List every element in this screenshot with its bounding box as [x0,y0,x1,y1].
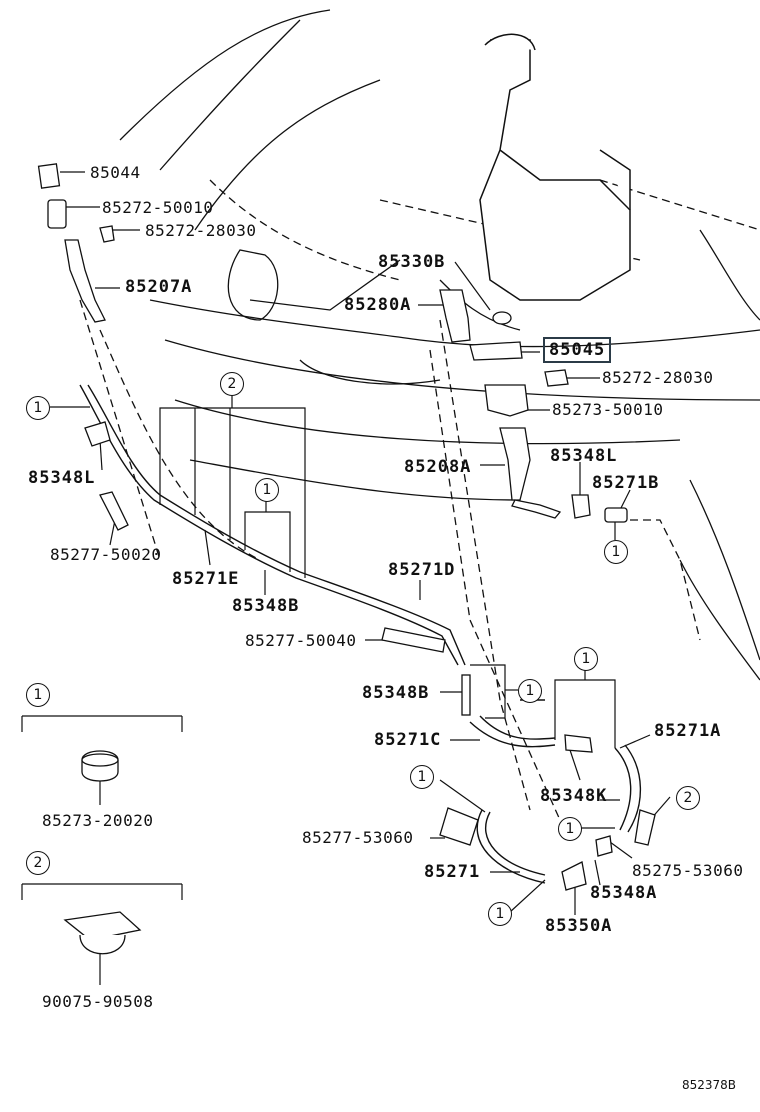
part-85272-28030-right-shape [544,369,569,387]
label-85348L-left: 85348L [28,468,96,488]
part-85273-50010-shape [484,384,529,417]
part-85280A-shape [439,289,471,343]
label-85280A: 85280A [344,295,412,315]
label-85272-28030-right: 85272-28030 [602,368,714,387]
label-85273-50010: 85273-50010 [552,400,664,419]
label-85350A: 85350A [545,916,613,936]
part-85348L-left-shape [84,421,111,447]
part-85208A-shape [499,427,531,501]
label-85348B-mid: 85348B [232,596,300,616]
diagram-code: 852378B [682,1078,737,1092]
part-85277-50040-shape [381,627,446,653]
part-85045-shape [469,341,523,361]
part-85044-shape [37,163,61,189]
part-85272-50010-shape [47,199,67,229]
part-85348K-shape [564,734,593,753]
label-85045-highlighted: 85045 [543,337,612,363]
part-85272-28030-shape [99,225,115,243]
callout-2-upper: 2 [220,372,244,396]
callout-1-85277-53060: 1 [410,765,434,789]
callout-1-bottom: 1 [488,902,512,926]
label-85271B: 85271B [592,473,660,493]
callout-2-right: 2 [676,786,700,810]
label-85277-53060: 85277-53060 [302,828,414,847]
label-85271E: 85271E [172,569,240,589]
part-85348A-shape [595,835,613,857]
part-85350A-shape [561,861,587,891]
label-85330B: 85330B [378,252,446,272]
part-85348B-low-shape [461,674,471,716]
part-85208A-tube-shape [511,499,562,519]
legend-clip-2-shape [63,911,142,941]
label-85348A: 85348A [590,883,658,903]
label-85348L-right: 85348L [550,446,618,466]
legend-2-part-number: 90075-90508 [42,992,154,1011]
callout-1-lower: 1 [518,679,542,703]
part-85207A-shape [64,239,106,323]
legend-2-callout: 2 [26,851,50,875]
label-85271A: 85271A [654,721,722,741]
callout-1-85271B: 1 [604,540,628,564]
callout-1-mid: 1 [255,478,279,502]
label-85275-53060: 85275-53060 [632,861,744,880]
callout-1-right-group: 1 [574,647,598,671]
leader-lines [21,171,671,985]
part-85271B-shape [604,507,628,523]
label-85272-28030-top: 85272-28030 [145,221,257,240]
label-85271D: 85271D [388,560,456,580]
label-85044: 85044 [90,163,141,182]
part-85277-53060-shape [439,807,479,846]
label-85277-50040: 85277-50040 [245,631,357,650]
callout-1-left: 1 [26,396,50,420]
label-85277-50020: 85277-50020 [50,545,162,564]
hose-lines [79,384,642,884]
label-85271: 85271 [424,862,481,882]
label-85207A: 85207A [125,277,193,297]
legend-1-part-number: 85273-20020 [42,811,154,830]
label-85348B-low: 85348B [362,683,430,703]
component-parts [37,163,656,955]
part-85348L-right-shape [571,494,591,519]
part-85330B-shape [492,311,512,325]
label-85272-50010: 85272-50010 [102,198,214,217]
callout-1-85348A: 1 [558,817,582,841]
label-85208A: 85208A [404,457,472,477]
label-85271C: 85271C [374,730,442,750]
part-85275-53060-shape [634,809,656,846]
part-85277-50020-shape [99,491,129,531]
label-85348K: 85348K [540,786,608,806]
washer-tank [479,33,631,301]
legend-1-callout: 1 [26,683,50,707]
